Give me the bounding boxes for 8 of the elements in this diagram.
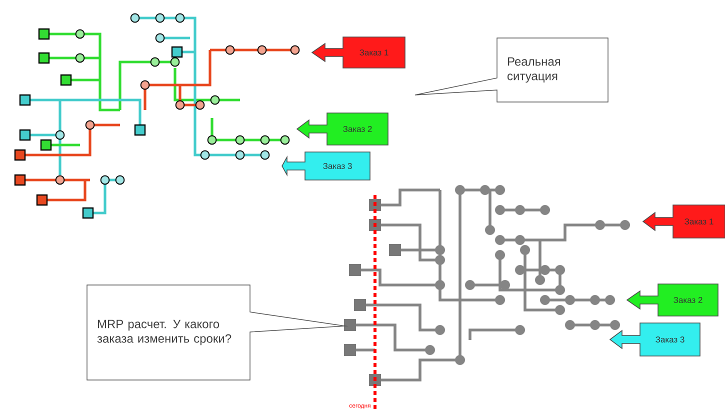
speech-callout: Реальная ситуация bbox=[414, 38, 608, 102]
order-tag: Заказ 2 bbox=[626, 284, 718, 316]
order-tag: Заказ 1 bbox=[642, 204, 725, 238]
speech-callout: MRP расчет. У какого заказа изменить сроки? bbox=[86, 284, 348, 380]
order-tag: Заказ 2 bbox=[296, 112, 388, 146]
order-tag: Заказ 3 bbox=[609, 322, 700, 356]
order-tag: Заказ 3 bbox=[282, 152, 370, 180]
order-tag: Заказ 1 bbox=[311, 36, 406, 68]
